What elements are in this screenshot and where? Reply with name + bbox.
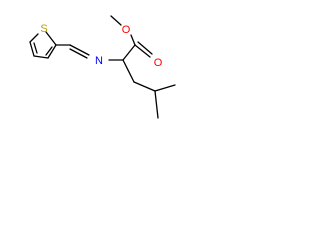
chemical-structure: O O N S [29, 15, 176, 119]
bond-ch-methyl-b [154, 90, 159, 119]
bond-c3-c4 [33, 55, 49, 59]
bond-oester-methyl [110, 15, 122, 26]
bond-calpha-ch2 [122, 59, 135, 83]
bond-c2-c3 [47, 44, 57, 59]
ester-oxygen-label: O [122, 24, 131, 36]
bond-ccarbonyl-oester [130, 34, 136, 46]
thiophene-sulfur-label: S [40, 23, 47, 35]
bond-ccarbonyl-ocarbonyl [134, 44, 151, 58]
imine-nitrogen-label: N [95, 55, 103, 67]
bond-ch-n [69, 44, 90, 56]
bond-ch2-ch [133, 81, 156, 92]
bond-ccarbonyl-ocarbonyl-inner [137, 41, 153, 55]
carbonyl-oxygen-label: O [154, 57, 163, 69]
bond-c5-s [29, 33, 39, 43]
bond-ch-n-inner [69, 48, 88, 59]
bond-c4-c5-inner [33, 42, 38, 54]
bond-c4-c5 [29, 41, 35, 57]
bond-ch-methyl-a [154, 84, 176, 92]
bond-s-c2 [45, 31, 57, 46]
bond-c2-c3-inner [45, 46, 53, 56]
bond-calpha-ccarbonyl [122, 44, 136, 61]
